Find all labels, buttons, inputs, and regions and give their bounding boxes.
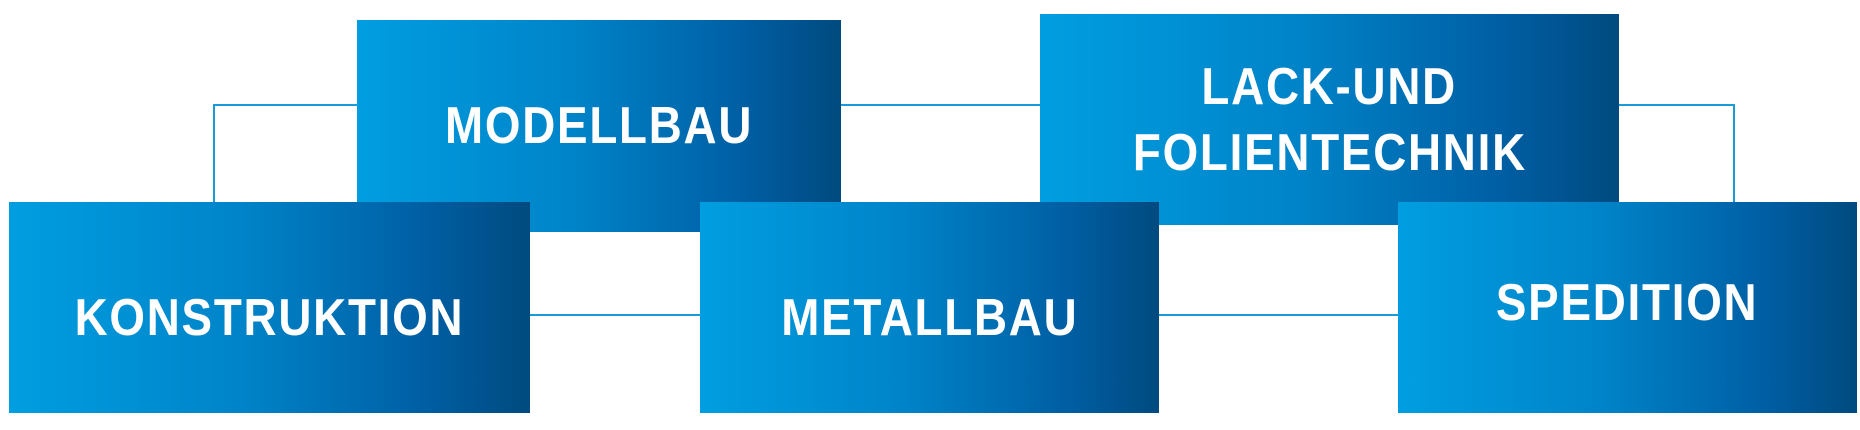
box-lack-und-folientechnik: LACK-UND FOLIENTECHNIK bbox=[1040, 14, 1619, 225]
box-konstruktion: KONSTRUKTION bbox=[9, 202, 530, 413]
label-modellbau: MODELLBAU bbox=[444, 97, 754, 155]
connector-right-vertical bbox=[1733, 104, 1735, 204]
label-spedition: SPEDITION bbox=[1496, 273, 1759, 332]
label-konstruktion: KONSTRUKTION bbox=[74, 288, 465, 347]
label-folientechnik: FOLIENTECHNIK bbox=[1132, 123, 1527, 182]
label-lack-und: LACK-UND bbox=[1201, 57, 1458, 116]
box-metallbau: METALLBAU bbox=[700, 202, 1159, 413]
box-spedition: SPEDITION bbox=[1398, 202, 1857, 413]
connector-top bbox=[213, 104, 1735, 106]
connector-left-vertical bbox=[213, 104, 215, 204]
label-metallbau: METALLBAU bbox=[780, 288, 1079, 347]
box-modellbau: MODELLBAU bbox=[357, 20, 841, 232]
